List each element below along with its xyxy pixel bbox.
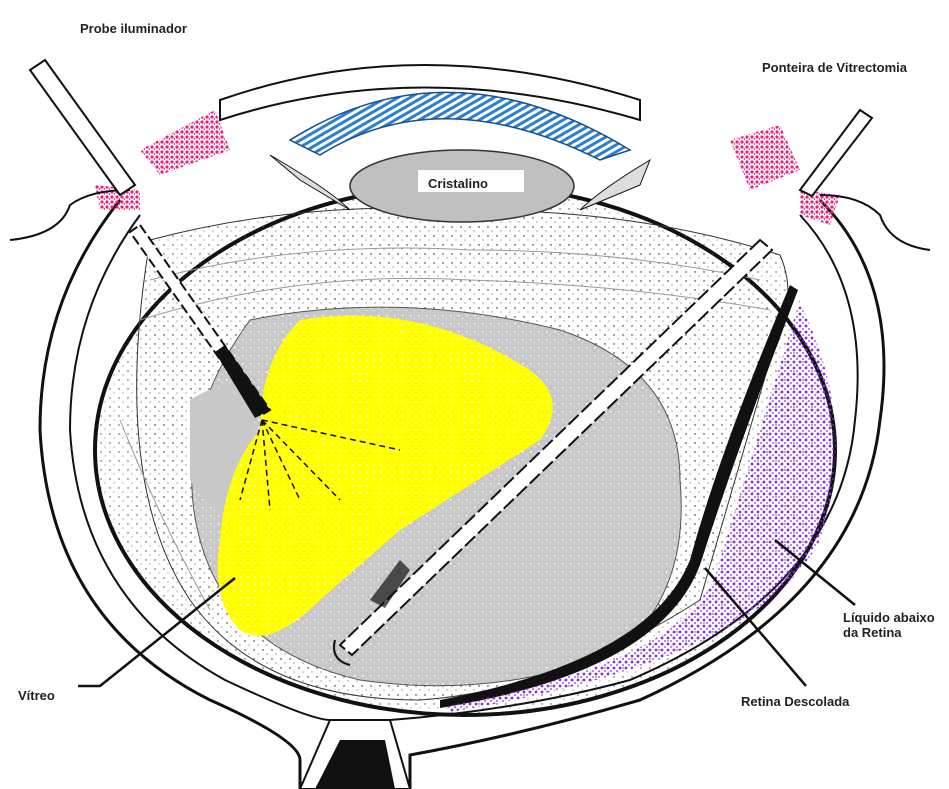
label-subretinal-fluid: Líquido abaixo da Retina — [843, 610, 949, 640]
label-lens: Cristalino — [428, 176, 488, 191]
label-subretinal-fluid-line1: Líquido abaixo — [843, 610, 949, 625]
optic-nerve — [300, 720, 410, 789]
label-subretinal-fluid-line2: da Retina — [843, 625, 949, 640]
label-vitreous: Vítreo — [18, 688, 55, 703]
sclerotomy-left — [140, 110, 230, 175]
ciliary-body-left — [270, 155, 350, 210]
sclerotomy-right — [730, 125, 800, 190]
ciliary-body-right — [580, 160, 650, 210]
label-detached-retina: Retina Descolada — [741, 694, 849, 709]
label-probe-illuminator: Probe iluminador — [80, 21, 187, 36]
label-vitrectomy-tip: Ponteira de Vitrectomia — [762, 60, 907, 75]
